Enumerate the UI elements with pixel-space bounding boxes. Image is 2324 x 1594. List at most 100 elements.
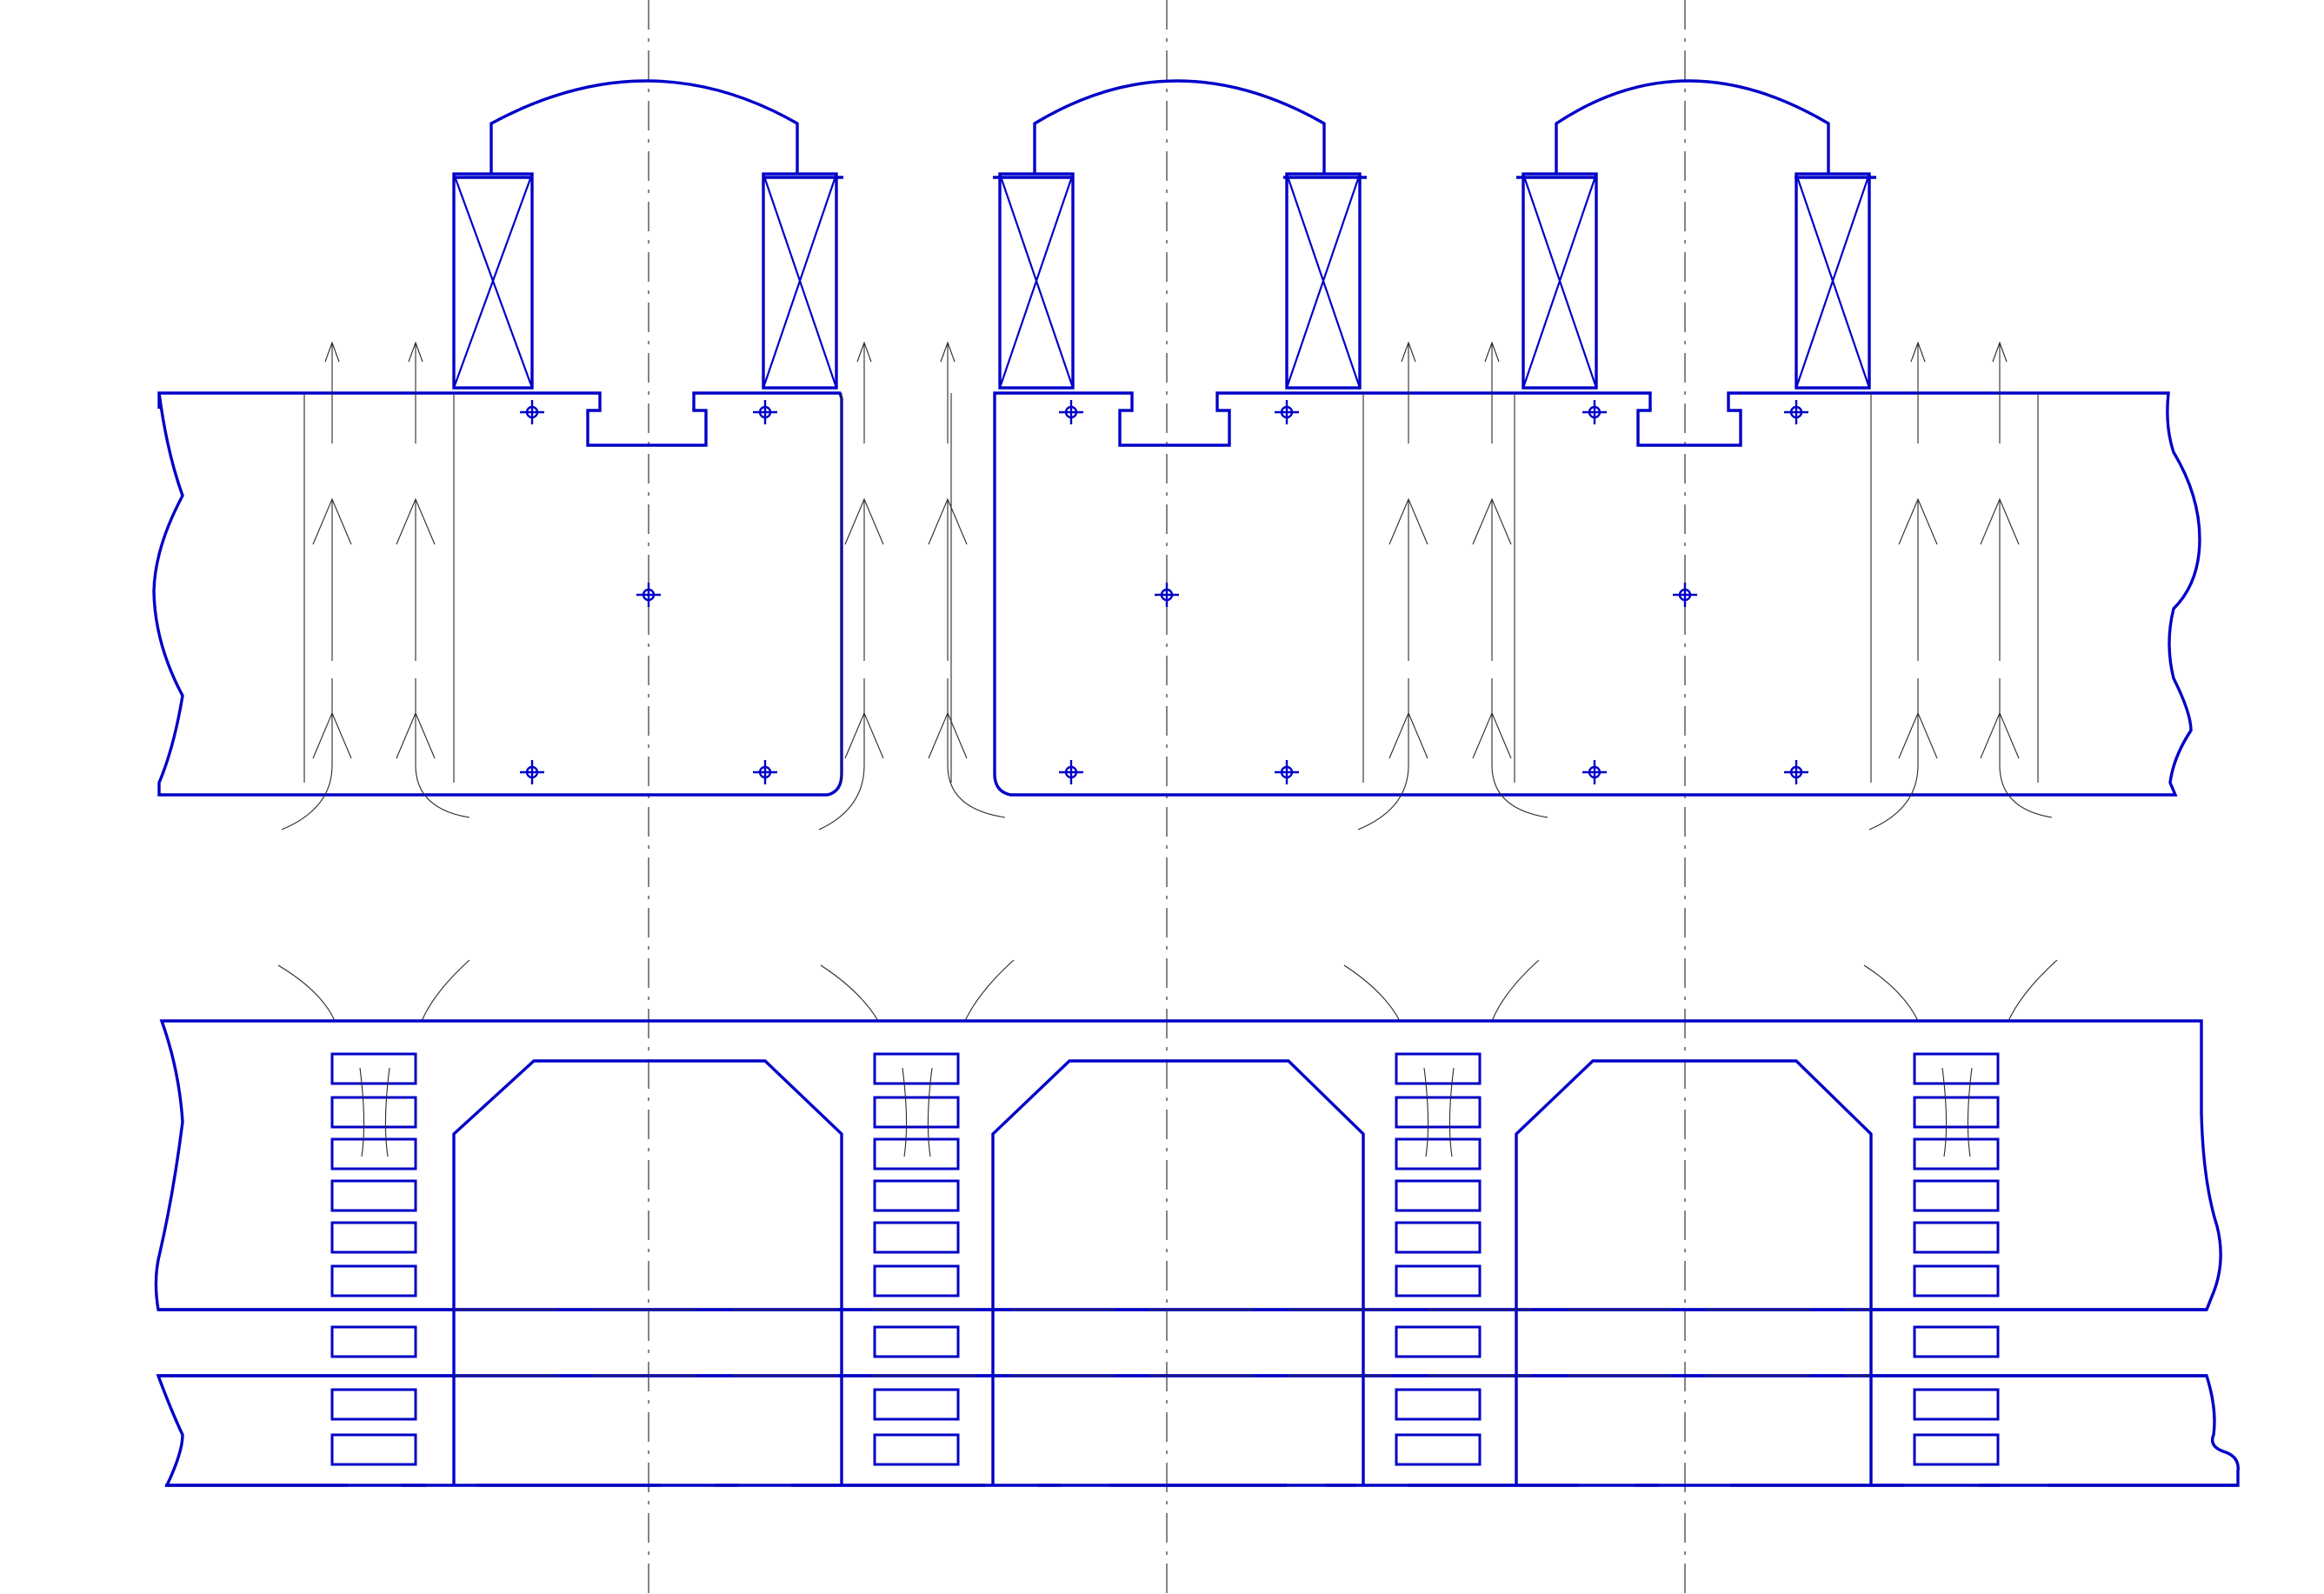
flux-arrow-icon <box>1472 711 1512 759</box>
lower-stator <box>154 959 2240 1487</box>
stator-slot <box>1913 1433 2000 1466</box>
upper-mover <box>152 79 2201 830</box>
flux-arrow-icon <box>844 711 884 759</box>
flux-arrow-icon <box>844 497 884 545</box>
flux-lines-upper <box>281 341 2053 830</box>
stator-slot <box>330 1137 417 1170</box>
stator-slot <box>1913 1388 2000 1421</box>
coil-6 <box>1795 172 1876 390</box>
stator-pole-slot-2 <box>991 1059 1365 1485</box>
flux-curves-lower <box>277 959 2058 1022</box>
flux-arrow-icon <box>1898 497 1938 545</box>
flux-curve <box>818 764 865 830</box>
bolt-marker <box>1275 400 1299 424</box>
flux-arrow-icon <box>1401 341 1416 363</box>
mover-body-right <box>993 391 2201 797</box>
mover-body-left <box>152 391 843 797</box>
stator-slot <box>873 1433 960 1466</box>
flux-arrow-icon <box>1484 341 1500 363</box>
bolt-marker <box>1275 760 1299 784</box>
flux-curve <box>415 764 470 818</box>
stator-slot <box>873 1325 960 1358</box>
flux-arrow-icon <box>1992 341 2008 363</box>
stator-slot <box>1395 1096 1482 1129</box>
bolt-marker <box>1582 400 1607 424</box>
stator-slot <box>330 1388 417 1421</box>
bolt-marker <box>1155 583 1179 607</box>
stator-slot <box>1913 1264 2000 1297</box>
coil-5 <box>1516 172 1598 390</box>
stator-slot <box>330 1325 417 1358</box>
stator-slot <box>1395 1052 1482 1085</box>
stator-slot <box>1913 1179 2000 1212</box>
flux-arrow-icon <box>1980 711 2020 759</box>
bolt-marker <box>1582 760 1607 784</box>
stator-slot <box>330 1096 417 1129</box>
bolt-marker <box>1784 400 1808 424</box>
coil-connection-arc-3 <box>1555 79 1830 174</box>
stator-frame <box>154 1019 2222 1311</box>
stator-slot <box>1395 1325 1482 1358</box>
flux-curve <box>1999 764 2053 818</box>
stator-slot <box>330 1179 417 1212</box>
flux-curve <box>281 764 333 830</box>
coil-1 <box>452 172 534 390</box>
stator-slot <box>330 1264 417 1297</box>
flux-arrow-icon <box>396 711 436 759</box>
flux-arrow-icon <box>312 497 352 545</box>
slot-flux-curve <box>359 1067 365 1157</box>
flux-arrow-icon <box>1980 497 2020 545</box>
flux-arrow-icon <box>324 341 340 363</box>
stator-slot <box>1395 1179 1482 1212</box>
stator-slot <box>1395 1221 1482 1254</box>
flux-arrow-icon <box>408 341 423 363</box>
stator-frame-lower <box>156 1374 2240 1487</box>
stator-slot <box>1395 1264 1482 1297</box>
center-lines <box>648 0 1686 1594</box>
slot-flux-curve <box>1941 1067 1948 1157</box>
flux-curve <box>1357 764 1409 830</box>
flux-arrow-icon <box>1388 497 1428 545</box>
bolt-marker <box>753 400 777 424</box>
slot-flux-curve <box>902 1067 908 1157</box>
stator-pole-slot-3 <box>1515 1059 1873 1485</box>
flux-arrow-icon <box>940 341 956 363</box>
flux-arrow-icon <box>928 497 968 545</box>
stator-slot <box>1395 1388 1482 1421</box>
bolt-marker <box>636 583 661 607</box>
flux-arrow-icon <box>1388 711 1428 759</box>
stator-slot <box>873 1264 960 1297</box>
coil-connection-arc-1 <box>489 79 799 174</box>
stator-slot <box>1913 1325 2000 1358</box>
flux-curve <box>1491 764 1548 818</box>
bolt-markers <box>520 400 1808 784</box>
slot-flux-curve <box>1423 1067 1429 1157</box>
stator-slot <box>330 1221 417 1254</box>
flux-curve <box>947 764 1006 818</box>
stator-slot <box>873 1179 960 1212</box>
stator-slot <box>1913 1137 2000 1170</box>
bolt-marker <box>520 760 544 784</box>
coil-3 <box>993 172 1075 390</box>
flux-arrow-icon <box>928 711 968 759</box>
slot-flux-curve <box>927 1067 933 1157</box>
stator-slot <box>1913 1096 2000 1129</box>
slot-flux-curve <box>384 1067 390 1157</box>
stator-slot <box>1913 1221 2000 1254</box>
stator-slot <box>873 1221 960 1254</box>
stator-slot <box>1395 1137 1482 1170</box>
stator-slot <box>873 1137 960 1170</box>
stator-slot <box>330 1433 417 1466</box>
flux-arrow-icon <box>1910 341 1926 363</box>
stator-slot <box>1913 1052 2000 1085</box>
bolt-marker <box>1059 760 1083 784</box>
slot-flux-curve <box>1448 1067 1455 1157</box>
flux-curve <box>1868 764 1919 830</box>
flux-arrow-icon <box>312 711 352 759</box>
flux-arrow-icon <box>856 341 872 363</box>
bolt-marker <box>1673 583 1697 607</box>
coil-connection-arc-2 <box>1033 79 1326 174</box>
stator-slot <box>873 1388 960 1421</box>
stator-slot <box>873 1096 960 1129</box>
